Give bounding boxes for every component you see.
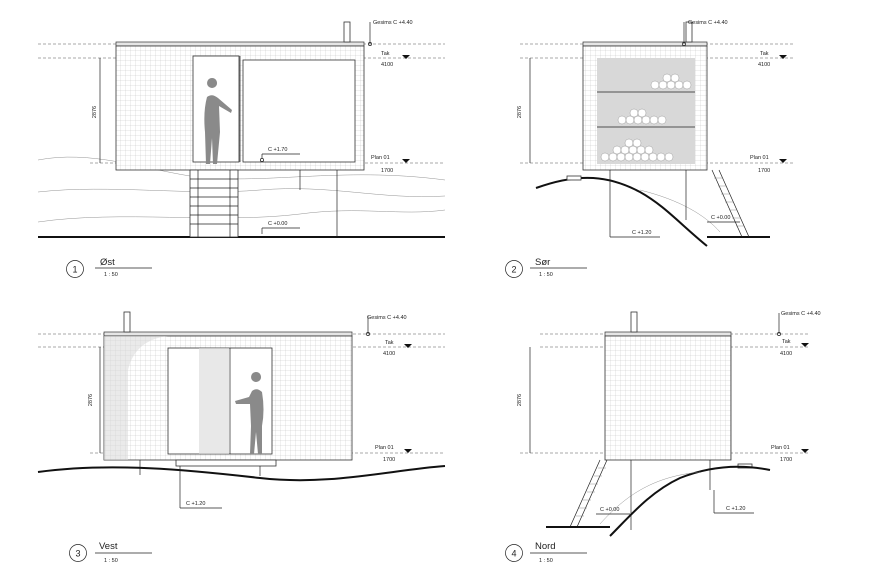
roof-edge — [103, 331, 353, 337]
floor-level-label: C +1.70 — [268, 147, 287, 153]
roof-edge — [604, 331, 732, 337]
elevation-view-nord: 2876 C +0.00 C +1.20 — [505, 311, 821, 564]
plan-label: Plan 01 — [771, 445, 790, 451]
view-number-circle — [66, 260, 84, 278]
tak-value: 4100 — [758, 62, 770, 68]
tak-label: Tak — [760, 51, 769, 57]
gesims-label: Gesims C +4.40 — [373, 20, 413, 26]
level-arrow-icon — [779, 159, 787, 163]
level-arrow-icon — [779, 55, 787, 59]
gesims-label: Gesims C +4.40 — [367, 315, 407, 321]
roof-edge — [115, 41, 365, 47]
deck-step — [175, 459, 277, 467]
level-label-a: C +0.00 — [600, 507, 619, 513]
plan-label: Plan 01 — [375, 445, 394, 451]
plan-value: 1700 — [383, 457, 395, 463]
level-arrow-icon — [801, 449, 809, 453]
view-number: 2 — [511, 265, 516, 275]
person-silhouette — [204, 78, 232, 164]
door-shadow — [199, 348, 229, 454]
view-number: 4 — [511, 549, 516, 559]
chimney — [630, 311, 638, 333]
view-title: Vest — [99, 541, 118, 552]
level-arrow-icon — [404, 449, 412, 453]
elevation-view-sor: 2876 — [505, 20, 795, 278]
gesims-marker — [366, 332, 370, 336]
elevation-view-ost: 2876 C +1.70 C +0.00 — [37, 20, 446, 278]
chimney — [343, 21, 351, 43]
view-scale: 1 : 50 — [104, 272, 118, 278]
terrain-curve — [37, 188, 446, 197]
level-marker-dot — [260, 158, 264, 162]
plan-label: Plan 01 — [371, 155, 390, 161]
stair — [189, 169, 239, 238]
level-label-b: C +1.20 — [632, 230, 651, 236]
terrain-curve — [37, 209, 446, 223]
view-number: 3 — [75, 549, 80, 559]
ground-line — [535, 176, 708, 247]
view-scale: 1 : 50 — [539, 272, 553, 278]
level-label-a: C +0.00 — [711, 215, 730, 221]
step-block — [566, 175, 582, 181]
tak-value: 4100 — [780, 351, 792, 357]
tak-value: 4100 — [383, 351, 395, 357]
level-arrow-icon — [402, 159, 410, 163]
person-silhouette — [235, 372, 264, 454]
ground-line — [37, 465, 446, 482]
view-scale: 1 : 50 — [104, 558, 118, 564]
gesims-label: Gesims C +4.40 — [781, 311, 821, 317]
gesims-label: Gesims C +4.40 — [688, 20, 728, 26]
gesims-marker — [682, 42, 686, 46]
view-number: 1 — [72, 265, 77, 275]
view-scale: 1 : 50 — [539, 558, 553, 564]
tak-label: Tak — [385, 340, 394, 346]
ground-level-label: C +0.00 — [268, 221, 287, 227]
view-number-circle — [505, 544, 523, 562]
view-number-circle — [69, 544, 87, 562]
dimension-text: 2876 — [517, 106, 523, 118]
stair — [711, 169, 750, 238]
level-arrow-icon — [404, 344, 412, 348]
tak-label: Tak — [782, 339, 791, 345]
dimension-text: 2876 — [517, 394, 523, 406]
wall-shadow — [104, 336, 168, 460]
cladding-wall — [604, 335, 732, 461]
view-number-circle — [505, 260, 523, 278]
terrain-curve — [639, 189, 721, 233]
dimension-text: 2876 — [88, 394, 94, 406]
window-interior — [597, 58, 695, 164]
level-label-b: C +1.20 — [726, 506, 745, 512]
plan-label: Plan 01 — [750, 155, 769, 161]
level-arrow-icon — [801, 343, 809, 347]
chimney — [685, 21, 693, 43]
view-title: Sør — [535, 257, 550, 268]
roof-edge — [582, 41, 708, 47]
plan-value: 1700 — [780, 457, 792, 463]
level-label-a: C +1.20 — [186, 501, 205, 507]
stair — [569, 459, 608, 528]
plan-value: 1700 — [758, 168, 770, 174]
tak-label: Tak — [381, 51, 390, 57]
view-title: Øst — [100, 257, 115, 268]
view-title: Nord — [535, 541, 556, 552]
gesims-marker — [777, 332, 781, 336]
dimension-text: 2876 — [92, 106, 98, 118]
glazed-window — [242, 59, 356, 163]
gesims-marker — [368, 42, 372, 46]
chimney — [123, 311, 131, 333]
firewood-stack — [600, 73, 692, 162]
tak-value: 4100 — [381, 62, 393, 68]
ground-line — [609, 465, 771, 537]
level-arrow-icon — [402, 55, 410, 59]
plan-value: 1700 — [381, 168, 393, 174]
elevation-view-vest: 2876 C +1.20 Gesims C +4.40 Tak 4100 Pla… — [37, 311, 446, 564]
